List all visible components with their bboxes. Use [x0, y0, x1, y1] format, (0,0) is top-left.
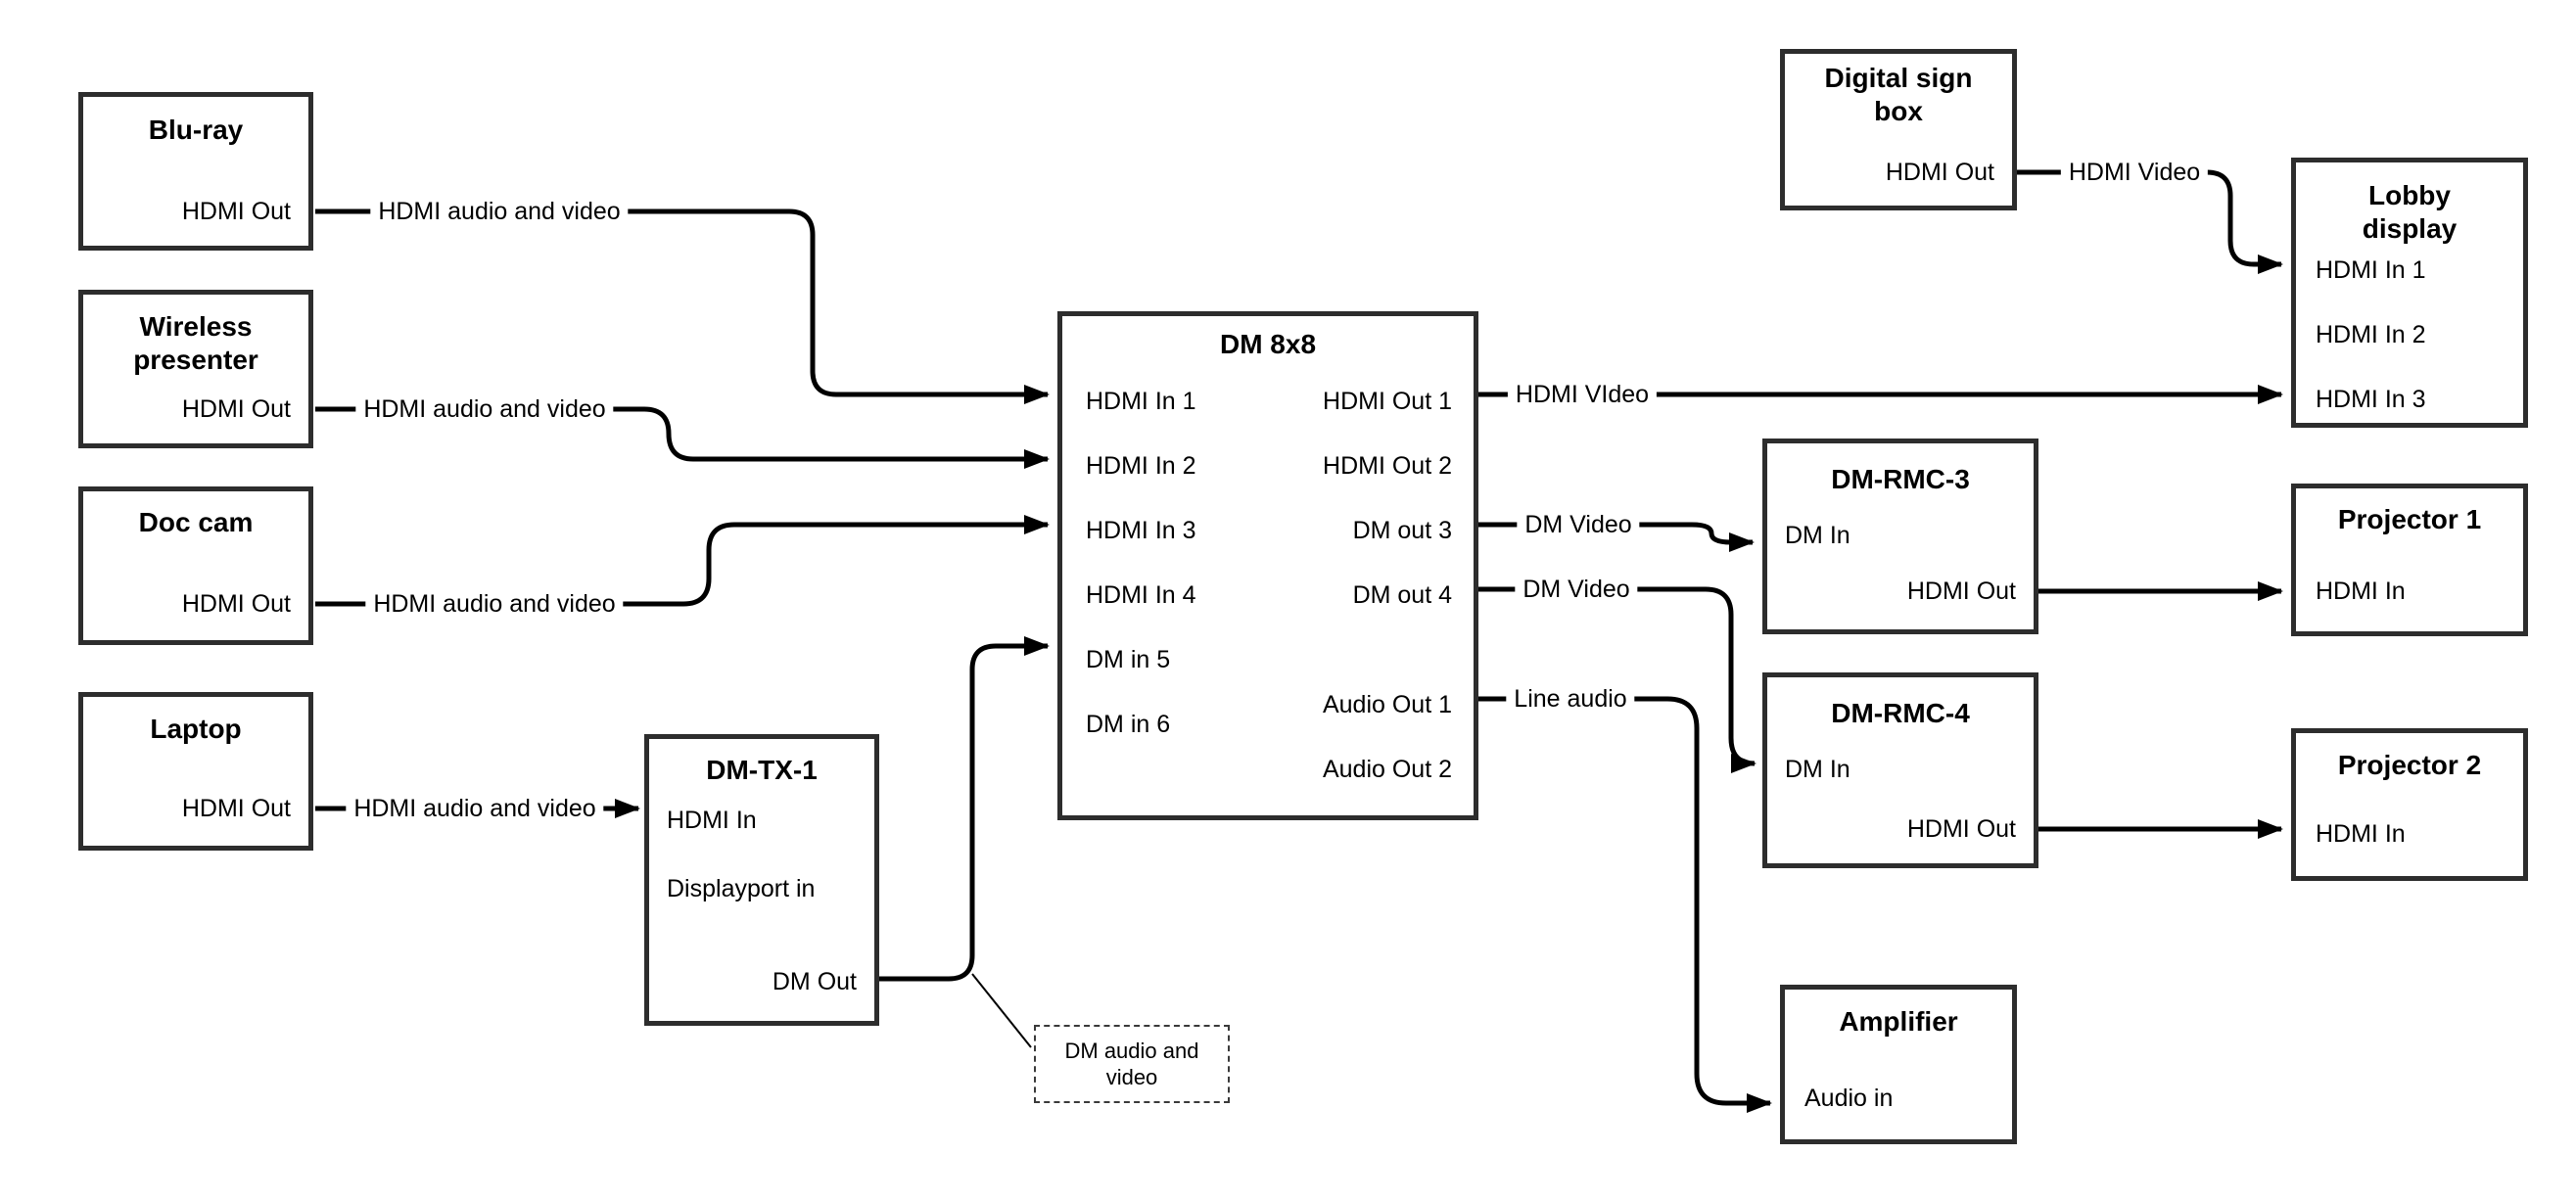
node-dm-8x8-port-hdmi-in-2: HDMI In 2	[1086, 452, 1196, 480]
node-dm-rmc-3: DM-RMC-3 DM In HDMI Out	[1762, 439, 2038, 634]
node-wireless-presenter: Wireless presenter HDMI Out	[78, 290, 313, 448]
node-amplifier-title: Amplifier	[1839, 1006, 1958, 1037]
connector-dm8x8-out4-to-dmrmc4	[1478, 586, 1756, 773]
connector-wireless-to-dm8x8-in2	[315, 406, 1050, 469]
node-dm-8x8-port-hdmi-in-4: HDMI In 4	[1086, 581, 1196, 609]
node-dm-8x8-port-hdmi-out-1: HDMI Out 1	[1323, 388, 1452, 415]
node-dm-8x8-port-dm-out-3: DM out 3	[1352, 517, 1452, 544]
edge-label-dm-video-out3: DM Video	[1517, 510, 1640, 539]
edge-label-bluray-hdmi-av: HDMI audio and video	[370, 197, 629, 226]
node-dm-8x8-port-audio-out-1: Audio Out 1	[1322, 691, 1452, 718]
node-bluray-port-hdmi-out: HDMI Out	[181, 198, 291, 225]
node-dm-rmc-3-port-dm-in: DM In	[1785, 522, 1850, 549]
node-digital-sign-box-title-text: Digital sign box	[1824, 63, 1973, 126]
node-dm-8x8-port-dm-out-4: DM out 4	[1352, 581, 1452, 609]
node-dm-8x8-port-audio-out-2: Audio Out 2	[1322, 756, 1452, 783]
node-dm-8x8-port-dm-in-6: DM in 6	[1086, 711, 1171, 738]
connector-dm8x8-out3-to-dmrmc3	[1478, 522, 1755, 552]
node-projector-1-port-hdmi-in: HDMI In	[2316, 577, 2406, 605]
node-dm-rmc-4-port-dm-in: DM In	[1785, 756, 1850, 783]
node-dm-rmc-4-title: DM-RMC-4	[1831, 698, 1970, 728]
node-digital-sign-box-port-hdmi-out: HDMI Out	[1885, 159, 1994, 186]
node-lobby-display: Lobby display HDMI In 1 HDMI In 2 HDMI I…	[2291, 158, 2528, 428]
node-dm-8x8-port-hdmi-in-1: HDMI In 1	[1086, 388, 1196, 415]
node-projector-1: Projector 1 HDMI In	[2291, 484, 2528, 636]
node-dm-tx-1-port-displayport-in: Displayport in	[667, 875, 816, 902]
edge-label-laptop-hdmi-av: HDMI audio and video	[346, 794, 604, 823]
node-projector-2-title: Projector 2	[2337, 750, 2482, 780]
note-dm-audio-and-video-text: DM audio and video	[1064, 1039, 1199, 1089]
node-dm-8x8-port-hdmi-in-3: HDMI In 3	[1086, 517, 1196, 544]
edge-label-hdmi-video-digsign: HDMI Video	[2060, 158, 2209, 187]
node-dm-rmc-3-port-hdmi-out: HDMI Out	[1906, 577, 2016, 605]
node-lobby-display-port-hdmi-in-3: HDMI In 3	[2316, 386, 2426, 413]
node-dm-8x8-port-dm-in-5: DM in 5	[1086, 646, 1171, 673]
node-wireless-presenter-port-hdmi-out: HDMI Out	[181, 395, 291, 423]
connector-bluray-to-dm8x8-in1	[315, 208, 1050, 404]
node-dm-rmc-4: DM-RMC-4 DM In HDMI Out	[1762, 672, 2038, 868]
node-dm-tx-1-port-dm-out: DM Out	[772, 968, 857, 995]
node-lobby-display-port-hdmi-in-2: HDMI In 2	[2316, 321, 2426, 348]
edge-label-doccam-hdmi-av: HDMI audio and video	[365, 589, 624, 619]
node-bluray-title: Blu-ray	[148, 115, 244, 145]
node-laptop-title: Laptop	[150, 714, 242, 744]
node-doc-cam: Doc cam HDMI Out	[78, 486, 313, 645]
connector-dm8x8-audio1-to-amplifier	[1478, 696, 1772, 1113]
node-dm-tx-1-title: DM-TX-1	[706, 755, 818, 785]
node-amplifier-port-audio-in: Audio in	[1804, 1085, 1894, 1112]
edge-label-dm-video-out4: DM Video	[1515, 575, 1638, 604]
node-lobby-display-title-text: Lobby display	[2362, 180, 2458, 244]
edge-label-wireless-hdmi-av: HDMI audio and video	[355, 394, 614, 424]
node-dm-8x8-port-hdmi-out-2: HDMI Out 2	[1323, 452, 1452, 480]
node-dm-8x8: DM 8x8 HDMI In 1 HDMI In 2 HDMI In 3 HDM…	[1057, 311, 1478, 820]
node-dm-tx-1-port-hdmi-in: HDMI In	[667, 807, 757, 834]
node-projector-1-title: Projector 1	[2337, 504, 2482, 534]
connector-dmtx1-to-dm8x8-in5	[879, 636, 1050, 982]
node-doc-cam-title: Doc cam	[138, 507, 254, 537]
note-leader-line	[971, 973, 1032, 1048]
node-wireless-presenter-title-text: Wireless presenter	[133, 311, 258, 375]
node-laptop-port-hdmi-out: HDMI Out	[181, 795, 291, 822]
node-wireless-presenter-title: Wireless presenter	[83, 310, 308, 377]
node-laptop: Laptop HDMI Out	[78, 692, 313, 851]
node-amplifier: Amplifier Audio in	[1780, 985, 2017, 1144]
node-dm-tx-1: DM-TX-1 HDMI In Displayport in DM Out	[644, 734, 879, 1026]
connector-digsign-to-lobby-in1	[2017, 169, 2283, 274]
node-bluray: Blu-ray HDMI Out	[78, 92, 313, 251]
connector-doccam-to-dm8x8-in3	[315, 515, 1050, 607]
edge-label-hdmi-video-out1: HDMI VIdeo	[1507, 380, 1658, 409]
node-projector-2-port-hdmi-in: HDMI In	[2316, 820, 2406, 848]
node-dm-8x8-title: DM 8x8	[1219, 329, 1317, 359]
node-digital-sign-box: Digital sign box HDMI Out	[1780, 49, 2017, 210]
note-dm-audio-and-video: DM audio and video	[1034, 1025, 1230, 1103]
edge-label-line-audio: Line audio	[1506, 684, 1635, 714]
node-lobby-display-port-hdmi-in-1: HDMI In 1	[2316, 256, 2426, 284]
node-projector-2: Projector 2 HDMI In	[2291, 728, 2528, 881]
node-digital-sign-box-title: Digital sign box	[1785, 62, 2012, 128]
node-doc-cam-port-hdmi-out: HDMI Out	[181, 590, 291, 618]
node-dm-rmc-4-port-hdmi-out: HDMI Out	[1906, 815, 2016, 843]
node-dm-rmc-3-title: DM-RMC-3	[1831, 464, 1970, 494]
node-lobby-display-title: Lobby display	[2296, 179, 2523, 246]
